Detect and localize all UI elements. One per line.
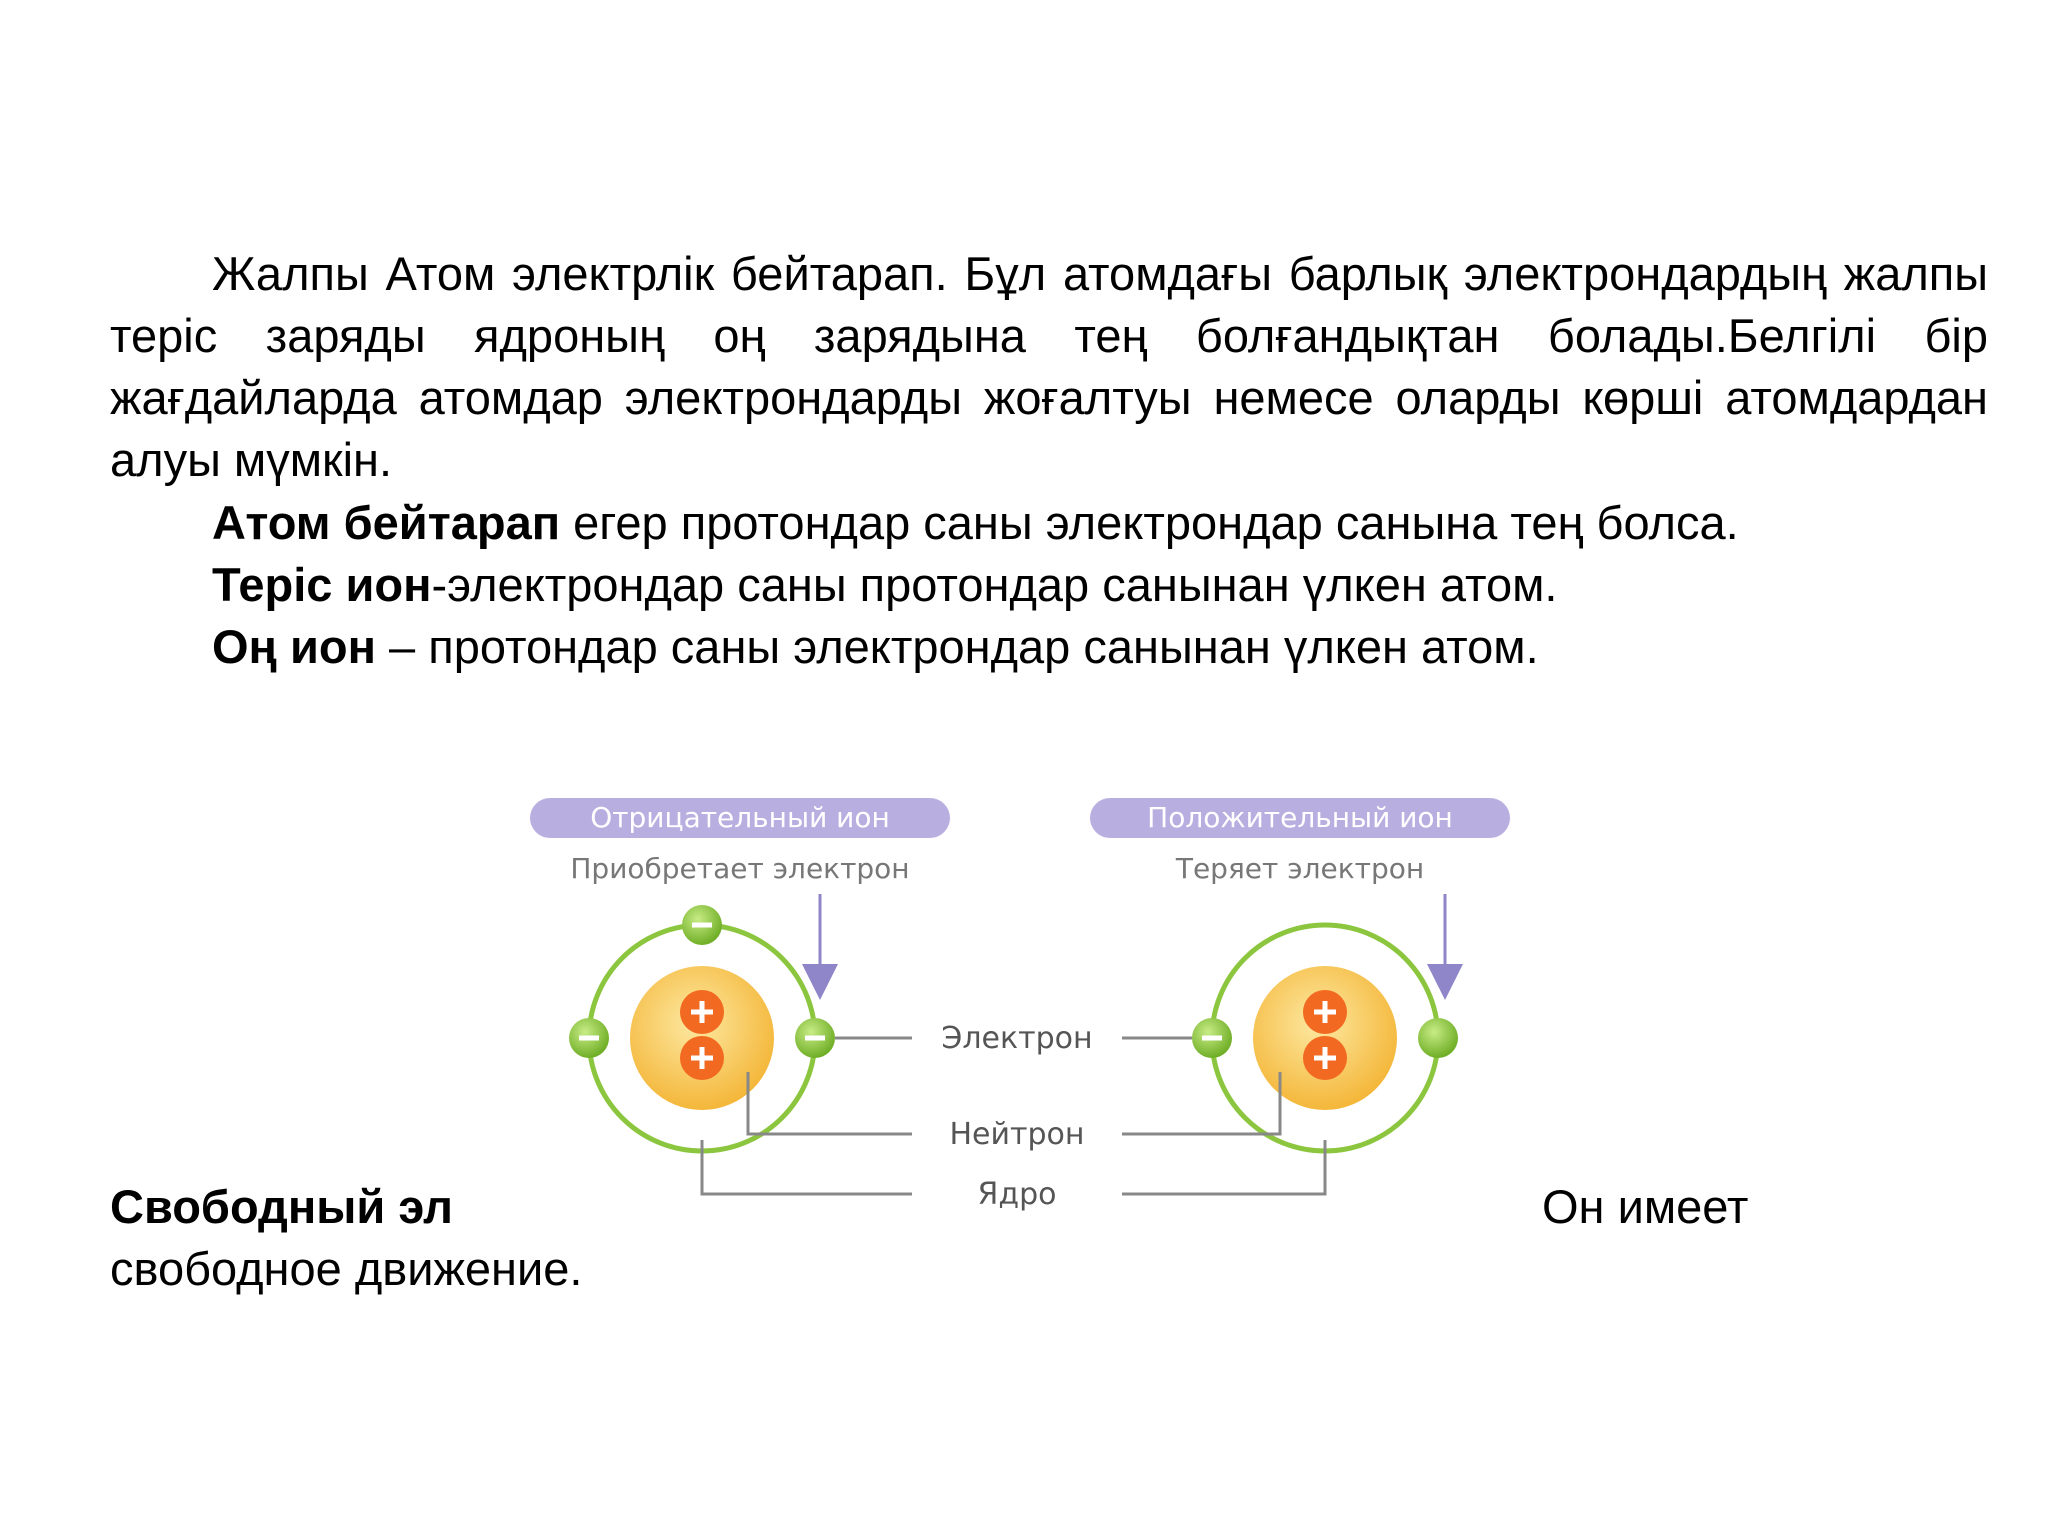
definition-neutral-atom: Атом бейтарап егер протондар саны электр… bbox=[212, 492, 1739, 554]
nucleus-connector-left bbox=[700, 1140, 912, 1196]
lost-electron-icon bbox=[1418, 1018, 1458, 1058]
free-electron-line2: свободное движение. bbox=[110, 1242, 583, 1295]
definition-text: – протондар саны электрондар санынан үлк… bbox=[376, 620, 1539, 673]
definition-term: Оң ион bbox=[212, 620, 376, 673]
label-neutron: Нейтрон bbox=[950, 1117, 1085, 1152]
definition-negative-ion: Теріс ион-электрондар саны протондар сан… bbox=[212, 554, 1558, 616]
electron-icon bbox=[1192, 1018, 1232, 1058]
electron-icon bbox=[795, 1018, 835, 1058]
free-electron-term-text: Свободный эл bbox=[110, 1180, 453, 1233]
electron-icon bbox=[569, 1018, 609, 1058]
positive-ion-caption: Теряет электрон bbox=[1175, 852, 1424, 885]
proton-icon bbox=[680, 990, 724, 1034]
definition-text: -электрондар саны протондар санынан үлке… bbox=[431, 558, 1558, 611]
proton-icon bbox=[1303, 990, 1347, 1034]
definition-term: Теріс ион bbox=[212, 558, 432, 611]
ion-diagram: Отрицательный ион Приобретает электрон П… bbox=[512, 782, 1512, 1232]
definition-term: Атом бейтарап bbox=[212, 496, 561, 549]
definition-positive-ion: Оң ион – протондар саны электрондар саны… bbox=[212, 616, 1539, 678]
nucleus-connector-right bbox=[1122, 1140, 1327, 1196]
neutron-connector-left bbox=[746, 1072, 912, 1136]
electron-icon bbox=[682, 905, 722, 945]
free-electron-term: Свободный эл bbox=[110, 1176, 453, 1238]
definition-text: егер протондар саны электрондар санына т… bbox=[560, 496, 1739, 549]
positive-ion-badge-label: Положительный ион bbox=[1147, 801, 1453, 834]
negative-ion-caption: Приобретает электрон bbox=[570, 852, 909, 885]
proton-icon bbox=[680, 1036, 724, 1080]
label-nucleus: Ядро bbox=[978, 1177, 1057, 1212]
proton-icon bbox=[1303, 1036, 1347, 1080]
negative-ion-badge bbox=[530, 798, 950, 838]
neutron-connector-right bbox=[1122, 1072, 1282, 1136]
free-electron-tail: Он имеет bbox=[1542, 1180, 1749, 1233]
label-electron: Электрон bbox=[941, 1021, 1092, 1056]
intro-paragraph: Жалпы Атом электрлік бейтарап. Бұл атомд… bbox=[110, 247, 1988, 486]
negative-ion-badge-label: Отрицательный ион bbox=[590, 801, 890, 834]
positive-ion-badge bbox=[1090, 798, 1510, 838]
